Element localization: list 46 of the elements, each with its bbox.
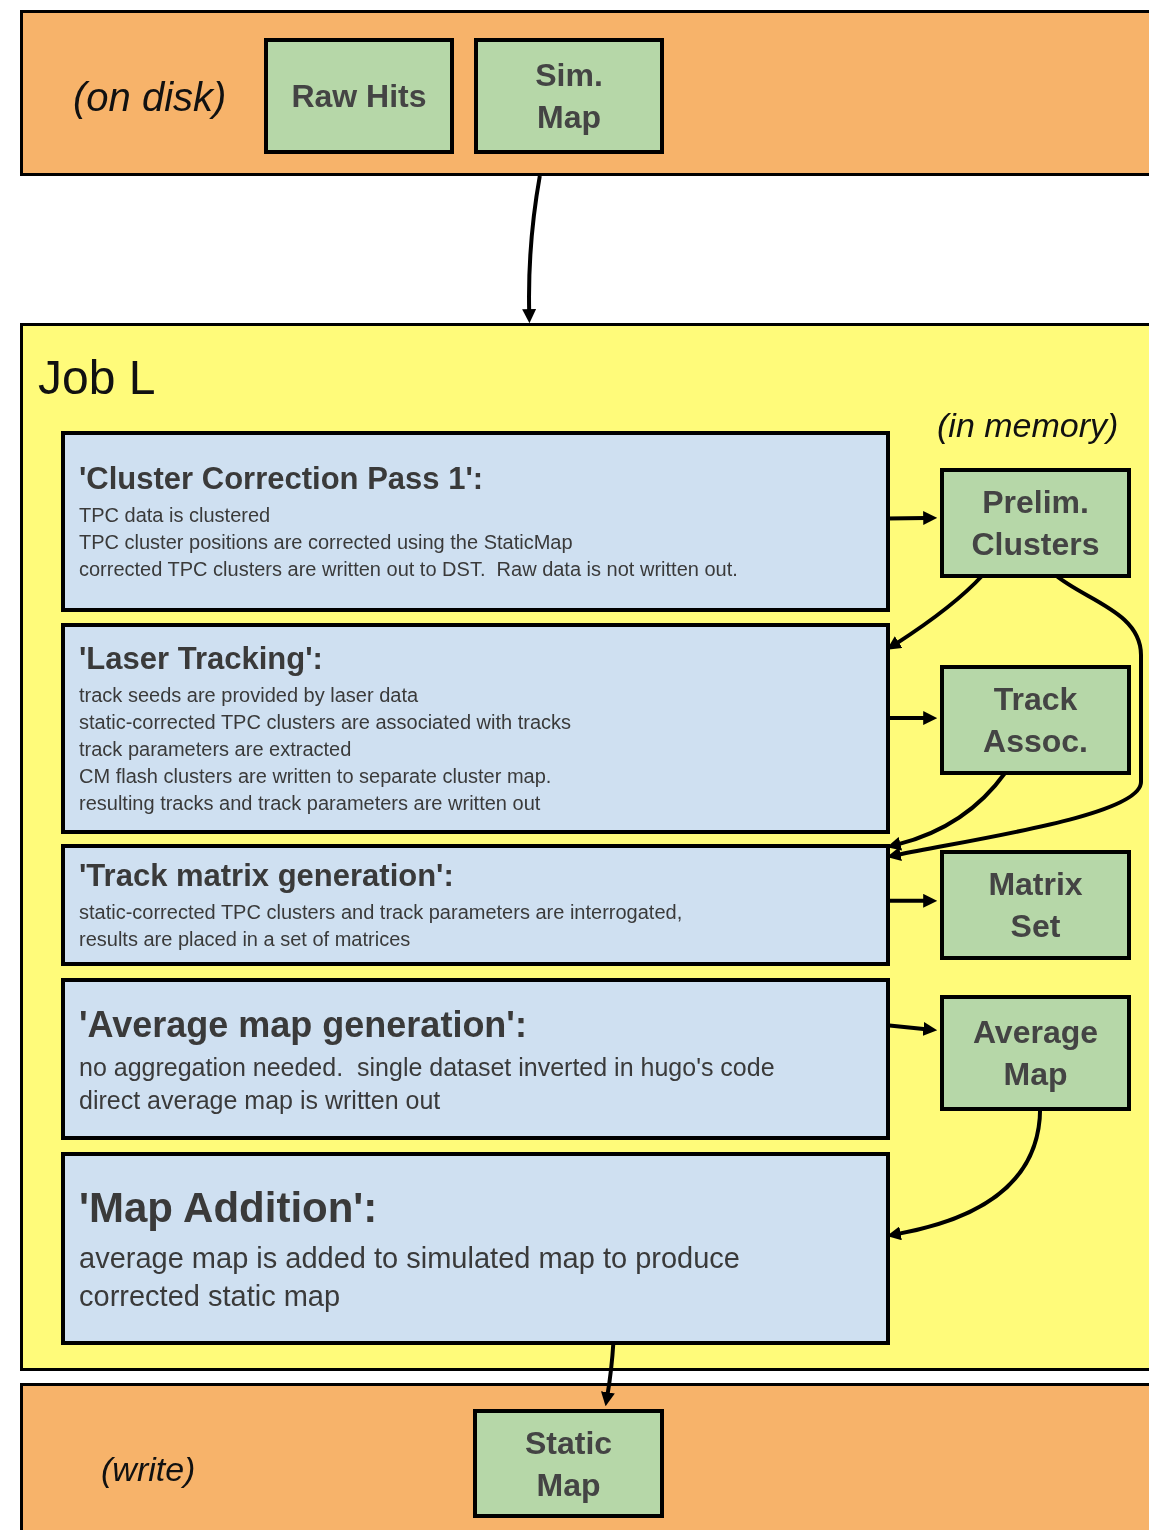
- note-label: (in memory): [937, 405, 1119, 446]
- process-box: [61, 978, 890, 1140]
- arrow: [522, 175, 542, 324]
- process-title: 'Laser Tracking':: [79, 639, 324, 678]
- data-label: Average Map: [971, 1013, 1100, 1094]
- process-description: direct average map is written out: [79, 1084, 442, 1116]
- process-box: [61, 1152, 890, 1345]
- storage-band: [20, 1383, 1149, 1530]
- data-box: [940, 665, 1131, 775]
- process-description: results are placed in a set of matrices: [79, 927, 412, 953]
- data-label: Raw Hits: [291, 77, 427, 116]
- data-label: Matrix Set: [987, 865, 1084, 946]
- storage-band: [20, 10, 1149, 176]
- data-box: [474, 38, 664, 154]
- process-description: average map is added to simulated map to produce corrected static map: [79, 1240, 741, 1314]
- process-title: 'Track matrix generation':: [79, 856, 455, 895]
- process-description: resulting tracks and track parameters are written out: [79, 791, 542, 817]
- process-title: 'Cluster Correction Pass 1':: [79, 459, 485, 498]
- process-title: 'Average map generation':: [79, 1002, 528, 1047]
- data-box: [940, 995, 1131, 1111]
- process-description: static-corrected TPC clusters are associated with tracks: [79, 710, 573, 736]
- band-label: (write): [101, 1449, 196, 1490]
- data-box: [940, 850, 1131, 960]
- data-label: Prelim. Clusters: [970, 483, 1101, 564]
- process-title: 'Map Addition':: [79, 1183, 379, 1234]
- data-label: Track Assoc.: [982, 680, 1089, 761]
- process-description: CM flash clusters are written to separate cluster map.: [79, 764, 553, 790]
- process-description: track parameters are extracted: [79, 737, 353, 763]
- data-label: Sim. Map: [534, 56, 604, 137]
- process-description: TPC data is clustered: [79, 503, 272, 529]
- band-label: Job L: [38, 350, 156, 406]
- process-box: [61, 431, 890, 612]
- process-description: track seeds are provided by laser data: [79, 683, 420, 709]
- arrow: [887, 893, 938, 908]
- data-box: [264, 38, 454, 154]
- process-description: static-corrected TPC clusters and track parameters are interrogated,: [79, 900, 684, 926]
- process-box: [61, 844, 890, 966]
- process-description: no aggregation needed. single dataset inverted in hugo's code: [79, 1051, 776, 1083]
- data-box: [940, 468, 1131, 578]
- arrow: [887, 711, 938, 726]
- job-panel: [20, 323, 1149, 1371]
- data-box: [473, 1409, 664, 1518]
- process-description: corrected TPC clusters are written out to DST. Raw data is not written out.: [79, 557, 739, 583]
- data-label: Static Map: [523, 1423, 614, 1505]
- process-box: [61, 623, 890, 834]
- process-description: TPC cluster positions are corrected using the StaticMap: [79, 530, 574, 556]
